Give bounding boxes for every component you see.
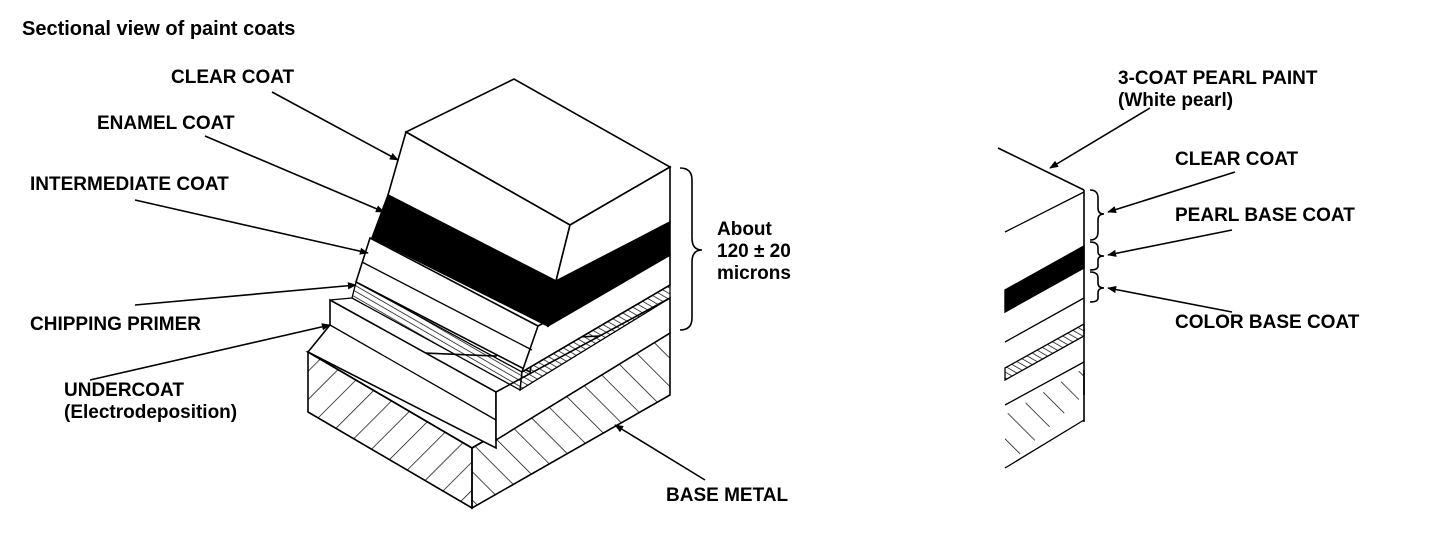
label-chipping-primer: CHIPPING PRIMER — [30, 314, 201, 335]
leader-right-clear-coat — [1107, 171, 1236, 214]
label-clear-coat: CLEAR COAT — [171, 67, 295, 88]
clear-coat-brace — [1089, 189, 1105, 241]
clear-coat-layer — [387, 78, 672, 283]
pearl-paint-section — [997, 147, 1085, 469]
leader-pearl-paint — [1049, 107, 1151, 169]
label-pearl-paint: 3-COAT PEARL PAINT — [1118, 68, 1318, 89]
layer-stack-block — [305, 78, 672, 510]
pearl-base-brace — [1089, 241, 1105, 271]
leader-pearl-base-coat — [1107, 229, 1233, 257]
leader-base-metal — [614, 424, 706, 481]
label-enamel-coat: ENAMEL COAT — [97, 113, 235, 134]
leader-enamel-coat — [204, 135, 385, 213]
leader-chipping-primer — [134, 282, 357, 306]
label-undercoat: UNDERCOAT — [64, 380, 184, 401]
intermediate-coat-layer — [355, 236, 671, 374]
thickness-line-3: microns — [717, 263, 791, 284]
label-right-clear-coat: CLEAR COAT — [1175, 149, 1299, 170]
label-undercoat-sub: (Electrodeposition) — [64, 402, 237, 423]
thickness-line-1: About — [717, 219, 773, 240]
label-base-metal: BASE METAL — [666, 485, 788, 506]
leader-color-base-coat — [1107, 286, 1233, 313]
leader-clear-coat — [271, 91, 399, 161]
leader-undercoat — [89, 323, 331, 381]
chipping-primer-layer — [329, 281, 671, 392]
label-pearl-base-coat: PEARL BASE COAT — [1175, 205, 1355, 226]
thickness-line-2: 120 ± 20 — [717, 241, 791, 262]
label-intermediate-coat: INTERMEDIATE COAT — [30, 174, 229, 195]
leader-intermediate-coat — [134, 199, 369, 255]
thickness-brace — [679, 167, 703, 331]
enamel-coat-layer — [370, 193, 671, 328]
label-color-base-coat: COLOR BASE COAT — [1175, 312, 1360, 333]
color-base-brace — [1089, 271, 1105, 303]
label-pearl-paint-sub: (White pearl) — [1118, 90, 1233, 111]
diagram-title: Sectional view of paint coats — [22, 18, 295, 40]
